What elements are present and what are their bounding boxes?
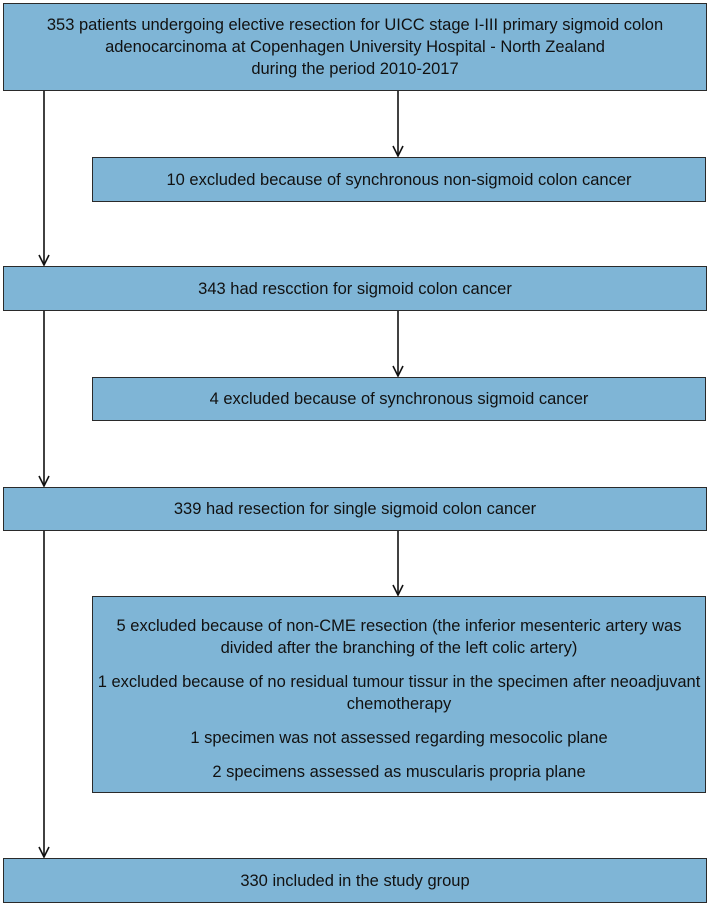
exclusion-non-cme-text: 5 excluded because of non-CME resection … xyxy=(116,617,682,657)
exclusion-no-residual-tumour-text: 1 excluded because of no residual tumour… xyxy=(97,673,701,713)
box-single-sigmoid-resection: 339 had resection for single sigmoid col… xyxy=(3,487,707,531)
exclusion-not-assessed-text: 1 specimen was not assessed regarding me… xyxy=(190,729,608,747)
study-group-text: 330 included in the study group xyxy=(240,871,470,890)
exclusion-muscularis-propria-text: 2 specimens assessed as muscularis propr… xyxy=(212,763,586,781)
box-initial-cohort: 353 patients undergoing elective resecti… xyxy=(3,3,707,91)
box-exclusion-non-sigmoid: 10 excluded because of synchronous non-s… xyxy=(92,157,706,202)
initial-cohort-line-3: during the period 2010-2017 xyxy=(251,60,459,78)
exclusion-synchronous-sigmoid-text: 4 excluded because of synchronous sigmoi… xyxy=(209,390,589,408)
box-exclusion-specimen-criteria: 5 excluded because of non-CME resection … xyxy=(92,596,706,793)
box-exclusion-synchronous-sigmoid: 4 excluded because of synchronous sigmoi… xyxy=(92,377,706,421)
single-sigmoid-resection-text: 339 had resection for single sigmoid col… xyxy=(173,500,537,518)
sigmoid-resection-text: 343 had rescction for sigmoid colon canc… xyxy=(198,279,512,298)
initial-cohort-line-2: adenocarcinoma at Copenhagen University … xyxy=(105,38,605,56)
initial-cohort-line-1: 353 patients undergoing elective resecti… xyxy=(46,16,664,34)
box-sigmoid-resection: 343 had rescction for sigmoid colon canc… xyxy=(3,266,707,311)
exclusion-non-sigmoid-text: 10 excluded because of synchronous non-s… xyxy=(166,170,632,189)
box-study-group: 330 included in the study group xyxy=(3,858,707,903)
